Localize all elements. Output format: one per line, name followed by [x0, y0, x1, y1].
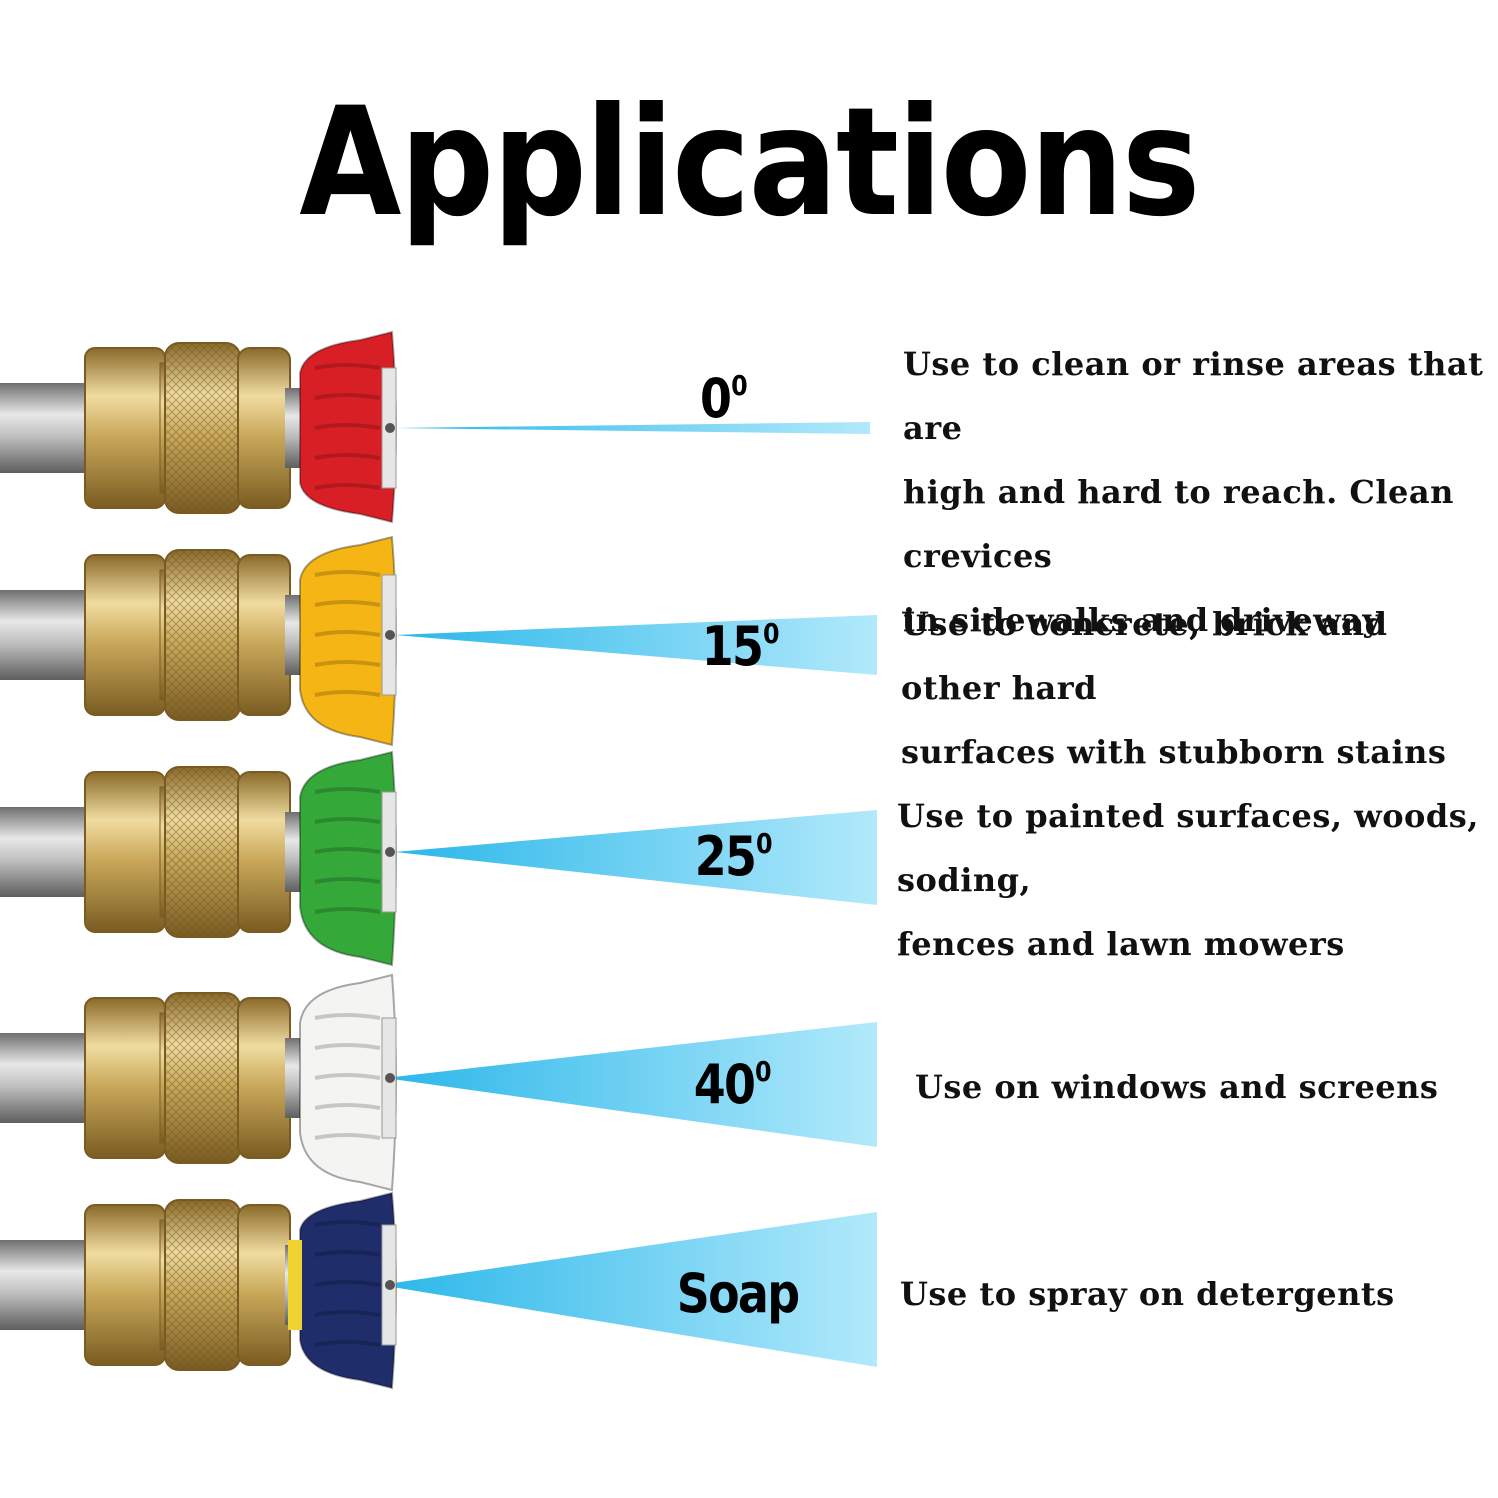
- angle-label: 00: [700, 369, 748, 426]
- tip-rib: [314, 1133, 381, 1140]
- tip-rib: [314, 453, 381, 460]
- nozzle-description: Use to spray on detergents: [900, 1262, 1395, 1326]
- tip-rib: [314, 1340, 381, 1347]
- tip-orifice: [385, 847, 395, 857]
- angle-value: Soap: [676, 1262, 800, 1325]
- tip-rib: [314, 1103, 381, 1110]
- brass-ring: [237, 554, 291, 716]
- description-line: fences and lawn mowers: [897, 925, 1345, 963]
- steel-wand: [0, 383, 100, 473]
- degree-sign: 0: [755, 1055, 772, 1088]
- steel-wand: [0, 1240, 100, 1330]
- tip-orifice: [385, 630, 395, 640]
- description-line: Use to clean or rinse areas that are: [903, 345, 1484, 447]
- tip-rib: [314, 600, 381, 607]
- knurl-texture: [165, 993, 240, 1163]
- brass-hex-nut: [84, 1204, 166, 1366]
- tip-rib: [314, 1280, 381, 1287]
- angle-value: 25: [694, 825, 757, 888]
- angle-label: 400: [694, 1055, 772, 1112]
- tip-rib: [314, 363, 381, 370]
- tip-rib: [314, 1310, 381, 1317]
- tip-rib: [314, 1220, 381, 1227]
- tip-rib: [314, 1073, 381, 1080]
- nozzle-description: Use on windows and screens: [915, 1055, 1438, 1119]
- description-line: Use to spray on detergents: [900, 1275, 1395, 1313]
- nozzle-description: Use to painted surfaces, woods, soding, f…: [897, 784, 1498, 976]
- angle-label: Soap: [677, 1267, 800, 1321]
- degree-sign: 0: [763, 617, 780, 650]
- tip-rib: [314, 630, 381, 637]
- brass-ring: [237, 347, 291, 509]
- knurl-texture: [165, 550, 240, 720]
- degree-sign: 0: [731, 369, 748, 402]
- spray-cone: [385, 1022, 877, 1147]
- nozzle-assembly-4: [0, 1191, 877, 1390]
- knurl-texture: [165, 343, 240, 513]
- angle-value: 15: [701, 615, 764, 678]
- steel-wand: [0, 807, 100, 897]
- tip-rib: [314, 423, 381, 430]
- nozzle-description: Use to concrete, brick and other hard sur…: [901, 592, 1498, 784]
- angle-label: 250: [695, 827, 773, 884]
- tip-rib: [314, 907, 381, 914]
- tip-orifice: [385, 1073, 395, 1083]
- tip-rib: [314, 847, 381, 854]
- steel-wand: [0, 590, 100, 680]
- knurl-texture: [165, 767, 240, 937]
- brass-ring: [237, 1204, 291, 1366]
- spray-cone: [395, 615, 877, 675]
- soap-yellow-ring: [288, 1240, 302, 1330]
- tip-rib: [314, 817, 381, 824]
- brass-hex-nut: [84, 554, 166, 716]
- description-line: high and hard to reach. Clean crevices: [903, 473, 1454, 575]
- degree-sign: 0: [756, 827, 773, 860]
- description-line: Use to concrete, brick and other hard: [901, 605, 1388, 707]
- tip-rib: [314, 787, 381, 794]
- description-line: Use on windows and screens: [915, 1068, 1439, 1106]
- brass-hex-nut: [84, 771, 166, 933]
- angle-value: 40: [693, 1053, 756, 1116]
- description-line: surfaces with stubborn stains: [901, 733, 1447, 771]
- spray-cone: [380, 1212, 877, 1367]
- tip-orifice: [385, 1280, 395, 1290]
- spray-cone: [395, 422, 870, 434]
- tip-rib: [314, 1043, 381, 1050]
- page-title: Applications: [299, 76, 1200, 250]
- nozzle-assembly-0: [0, 330, 870, 524]
- nozzle-assembly-2: [0, 750, 877, 967]
- angle-label: 150: [702, 617, 780, 674]
- knurl-texture: [165, 1200, 240, 1370]
- tip-rib: [314, 660, 381, 667]
- nozzle-description: Use to clean or rinse areas that are high…: [903, 332, 1498, 652]
- brass-ring: [237, 997, 291, 1159]
- tip-rib: [314, 483, 381, 490]
- brass-hex-nut: [84, 347, 166, 509]
- tip-rib: [314, 1250, 381, 1257]
- brass-hex-nut: [84, 997, 166, 1159]
- tip-rib: [314, 1013, 381, 1020]
- tip-rib: [314, 690, 381, 697]
- spray-cone: [395, 810, 877, 905]
- nozzle-assembly-3: [0, 973, 877, 1192]
- description-line: Use to painted surfaces, woods, soding,: [897, 797, 1479, 899]
- tip-rib: [314, 393, 381, 400]
- angle-value: 0: [700, 367, 732, 430]
- description-line: in sidewalks and driveway: [903, 601, 1382, 639]
- tip-orifice: [385, 423, 395, 433]
- steel-wand: [0, 1033, 100, 1123]
- tip-rib: [314, 570, 381, 577]
- tip-rib: [314, 877, 381, 884]
- brass-ring: [237, 771, 291, 933]
- nozzle-assembly-1: [0, 535, 877, 747]
